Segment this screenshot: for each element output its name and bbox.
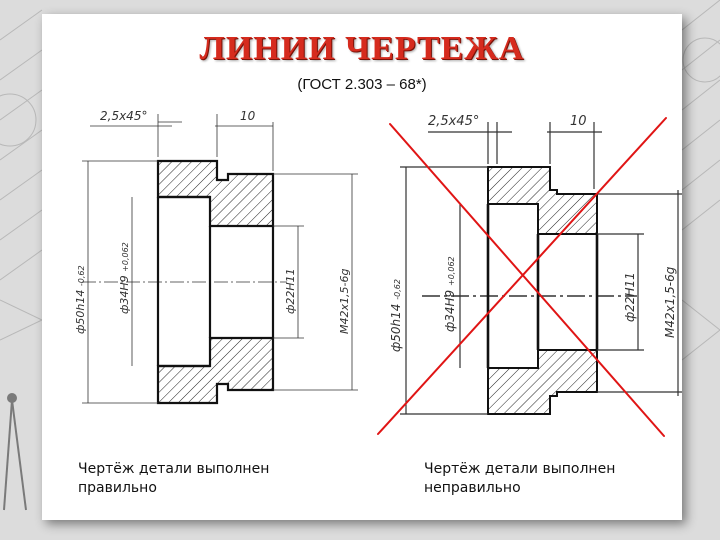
- red-cross-mark: [377, 117, 667, 437]
- thread-dim: M42х1,5-6g: [338, 269, 351, 334]
- width-dim: 10: [240, 109, 256, 123]
- page-title: ЛИНИИ ЧЕРТЕЖА: [199, 30, 525, 67]
- chamfer-dim: 2,5х45°: [100, 109, 147, 123]
- outer-dia-dim: ф50h14 -0,62: [389, 279, 403, 352]
- compass-sketch-icon: [3, 393, 27, 511]
- caption-incorrect: Чертёж детали выполнен неправильно: [424, 461, 616, 496]
- bore-dia-dim: ф34H9 +0,062: [118, 242, 131, 314]
- upper-section: [487, 166, 598, 235]
- width-dim: 10: [570, 114, 587, 129]
- bore-dia-dim: ф34H9 +0,062: [443, 256, 457, 332]
- outer-dia-dim: ф50h14 -0,62: [74, 265, 87, 334]
- incorrect-drawing: 2,5х45° 10 ф50h14 -0,62 ф34H9 +0,062 ф22…: [377, 114, 682, 437]
- chamfer-dim: 2,5х45°: [428, 114, 479, 129]
- upper-section: [156, 159, 275, 228]
- correct-drawing: 2,5х45° 10 ф50h14 -0,62 ф34H9 +0,062 ф22…: [74, 109, 358, 405]
- page-subtitle: (ГОСТ 2.303 – 68*): [297, 76, 427, 93]
- drawings-canvas: 2,5х45° 10 ф50h14 -0,62 ф34H9 +0,062 ф22…: [74, 109, 682, 437]
- lower-section: [156, 336, 275, 405]
- thread-dim: M42х1,5-6g: [663, 266, 677, 338]
- caption-correct: Чертёж детали выполнен правильно: [78, 461, 270, 496]
- lower-section: [487, 349, 598, 415]
- slide-sheet: ЛИНИИ ЧЕРТЕЖА (ГОСТ 2.303 – 68*): [42, 14, 682, 520]
- inner-dia-dim: ф22H11: [284, 268, 297, 314]
- inner-dia-dim: ф22H11: [623, 272, 637, 322]
